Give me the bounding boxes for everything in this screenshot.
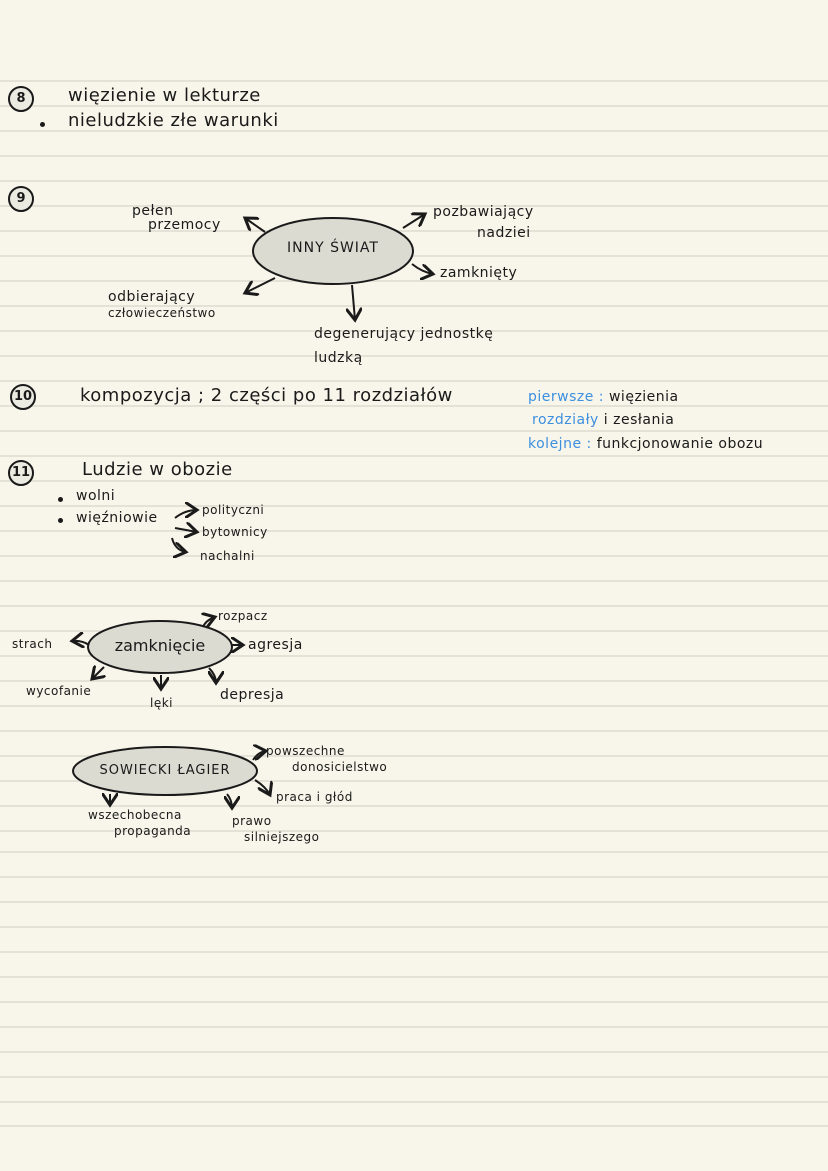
subtype-bytownicy: bytownicy [202, 525, 268, 539]
section8-bullet: nieludzkie złe warunki [68, 110, 279, 131]
rule-line [0, 830, 828, 832]
branch-pozbawiajacy: pozbawiający [433, 204, 534, 220]
rule-line [0, 555, 828, 557]
rule-line [0, 255, 828, 257]
bullet-dot [58, 518, 63, 523]
branch-silniejszego: silniejszego [244, 830, 320, 844]
rule-line [0, 80, 828, 82]
section8-title: więzienie w lekturze [68, 85, 261, 106]
rule-line [0, 1001, 828, 1003]
bullet-dot [58, 497, 63, 502]
rule-line [0, 305, 828, 307]
rule-line [0, 605, 828, 607]
rule-line [0, 380, 828, 382]
ellipse-lagier [72, 746, 258, 796]
rule-line [0, 1051, 828, 1053]
rule-line [0, 730, 828, 732]
rule-line [0, 805, 828, 807]
branch-propaganda: propaganda [114, 824, 192, 838]
rule-line [0, 230, 828, 232]
section-number-8: 8 [8, 86, 34, 112]
section-number-10: 10 [10, 384, 36, 410]
branch-leki: lęki [150, 696, 173, 710]
branch-odbierajacy: odbierający [108, 289, 196, 305]
rule-line [0, 430, 828, 432]
rule-line [0, 780, 828, 782]
note-label: rozdziały [532, 412, 599, 428]
branch-praca-i-glod: praca i głód [276, 790, 353, 804]
branch-wycofanie: wycofanie [26, 684, 92, 698]
rule-line [0, 455, 828, 457]
branch-depresja: depresja [220, 687, 285, 703]
rule-line [0, 130, 828, 132]
rule-line [0, 1076, 828, 1078]
note-text: i zesłania [603, 412, 675, 428]
rule-line [0, 330, 828, 332]
subtype-polityczni: polityczni [202, 503, 265, 517]
branch-donosicielstwo: donosicielstwo [292, 760, 388, 774]
rule-line [0, 951, 828, 953]
rule-line [0, 630, 828, 632]
rule-line [0, 505, 828, 507]
rule-line [0, 405, 828, 407]
rule-line [0, 280, 828, 282]
ellipse-inny-swiat [252, 217, 414, 285]
rule-line [0, 926, 828, 928]
rule-line [0, 580, 828, 582]
bullet-wiezniowie: więźniowie [76, 510, 158, 526]
note-row: pierwsze : więzienia [528, 389, 679, 405]
section11-title: Ludzie w obozie [82, 459, 233, 480]
note-row: rozdziały i zesłania [532, 412, 674, 428]
rule-line [0, 205, 828, 207]
rule-line [0, 1026, 828, 1028]
rule-line [0, 1101, 828, 1103]
branch-nadziei: nadziei [477, 225, 531, 241]
rule-line [0, 901, 828, 903]
branch-powszechne: powszechne [266, 744, 345, 758]
branch-rozpacz: rozpacz [218, 609, 268, 623]
section10-text: kompozycja ; 2 części po 11 rozdziałów [80, 385, 453, 406]
branch-ludzka: ludzką [314, 350, 363, 366]
rule-line [0, 155, 828, 157]
mindmap-center-inny-swiat: INNY ŚWIAT [287, 240, 379, 256]
note-row: kolejne : funkcjonowanie obozu [528, 436, 764, 452]
subtype-nachalni: nachalni [200, 549, 255, 563]
section-number-9: 9 [8, 186, 34, 212]
rule-line [0, 355, 828, 357]
branch-pelen: pełen [132, 203, 174, 219]
note-text: więzienia [608, 389, 679, 405]
note-label: kolejne [528, 436, 582, 452]
rule-line [0, 976, 828, 978]
branch-czlowieczenstwo: człowieczeństwo [108, 306, 216, 320]
rule-line [0, 876, 828, 878]
bullet-wolni: wolni [76, 488, 116, 504]
branch-strach: strach [12, 637, 53, 651]
mindmap-center-lagier: SOWIECKI ŁAGIER [99, 763, 231, 778]
mindmap-center-zamkniecie: zamknięcie [114, 636, 206, 655]
note-label: pierwsze [528, 389, 594, 405]
note-text: funkcjonowanie obozu [596, 436, 764, 452]
rule-line [0, 755, 828, 757]
bullet-dot [40, 122, 45, 127]
branch-przemocy: przemocy [148, 217, 221, 233]
branch-degenerujacy: degenerujący jednostkę [314, 326, 494, 342]
branch-prawo: prawo [232, 814, 272, 828]
branch-wszechobecna: wszechobecna [88, 808, 182, 822]
rule-line [0, 655, 828, 657]
rule-line [0, 530, 828, 532]
rule-line [0, 105, 828, 107]
section-number-11: 11 [8, 460, 34, 486]
rule-line [0, 180, 828, 182]
rule-line [0, 680, 828, 682]
rule-line [0, 851, 828, 853]
rule-line [0, 1125, 828, 1127]
branch-agresja: agresja [248, 637, 303, 653]
rule-line [0, 705, 828, 707]
rule-line [0, 480, 828, 482]
branch-zamkniety: zamknięty [440, 265, 518, 281]
